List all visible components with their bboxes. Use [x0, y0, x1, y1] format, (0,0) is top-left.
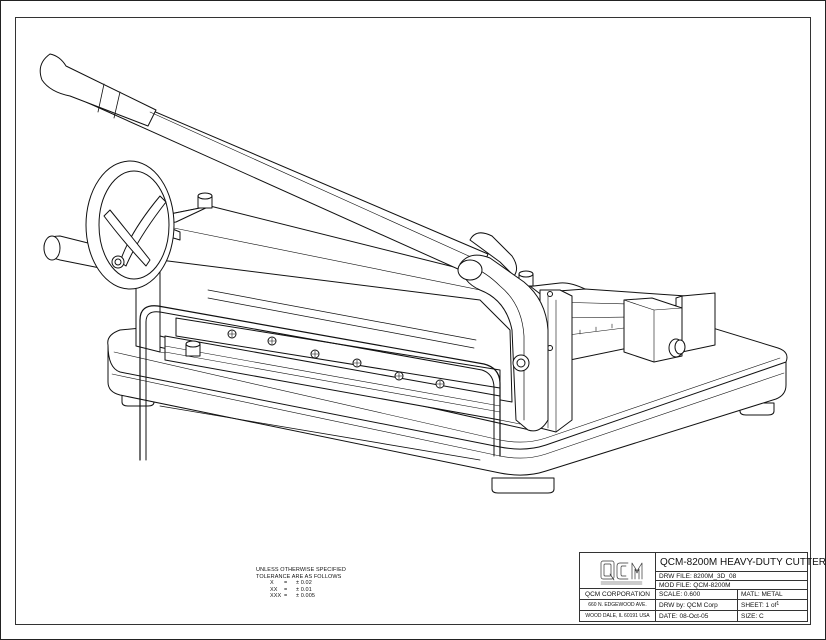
tolerance-note: UNLESS OTHERWISE SPECIFIED TOLERANCE ARE… — [256, 567, 346, 600]
handwheel — [43, 160, 175, 290]
date: DATE: 08-Oct-05 — [656, 611, 738, 621]
guard-rail-outer — [139, 305, 501, 461]
logo-cell — [580, 553, 656, 589]
tolerance-value: ± 0.01 — [296, 586, 312, 593]
gauge-end-block — [681, 292, 716, 353]
tolerance-eq: = — [284, 580, 288, 586]
handwheel-crank-end — [43, 235, 61, 261]
gauge-carriage — [623, 297, 683, 363]
blade-edge-line — [164, 345, 501, 413]
lever-grip — [39, 53, 157, 127]
lever-grip-ring — [97, 83, 121, 119]
safety-guard — [139, 305, 501, 461]
pivot-hood — [469, 232, 518, 277]
title-block: QCM-8200M HEAVY-DUTY CUTTER DRW FILE: 82… — [579, 552, 826, 622]
tolerance-row: X = ± 0.02 — [256, 580, 346, 587]
blade-carrier-slot — [207, 289, 477, 349]
sheet-prefix: SHEET: 1 of — [741, 601, 777, 609]
clamp-bolt — [185, 340, 201, 357]
scale: SCALE: 0.600 — [656, 590, 738, 600]
drawn-by: DRW by: QCM Corp — [656, 600, 738, 611]
sheet-number: SHEET: 1 of 1 — [738, 600, 807, 611]
guard-rail-inner — [145, 311, 495, 461]
drawing-title: QCM-8200M HEAVY-DUTY CUTTER — [656, 553, 826, 572]
tolerance-line-1: UNLESS OTHERWISE SPECIFIED — [256, 567, 346, 573]
tolerance-row: XXX = ± 0.005 — [256, 593, 346, 600]
handwheel-spoke-2 — [103, 209, 151, 267]
tolerance-key: X — [270, 580, 274, 586]
lever-arm — [39, 53, 489, 279]
sheet-inner-border — [15, 17, 811, 625]
top-bolt-left — [197, 192, 213, 209]
pivot-arm-body — [459, 254, 549, 432]
handwheel-rim-inner — [98, 170, 170, 280]
sheet-total: 1 — [776, 601, 780, 607]
tolerance-key: XXX — [270, 593, 282, 599]
pivot-arm — [457, 232, 549, 432]
qcm-logo — [600, 560, 643, 585]
tolerance-key: XX — [270, 586, 278, 593]
frame-screw-a — [547, 291, 553, 297]
blade-carrier — [159, 259, 513, 421]
lever-shaft-highlight — [149, 111, 483, 263]
gauge-carriage-face — [623, 299, 683, 363]
company-address-2: WOOD DALE, IL 60191 USA — [580, 611, 656, 621]
mod-file: MOD FILE: QCM-8200M — [656, 581, 807, 590]
blade-screws — [227, 329, 445, 389]
tolerance-eq: = — [284, 593, 288, 599]
handwheel-hub-bolt — [114, 258, 122, 266]
tolerance-eq: = — [284, 586, 288, 593]
tolerance-value: ± 0.005 — [296, 593, 316, 599]
top-bolt-right — [518, 270, 534, 287]
company-address-1: 660 N. EDGEWOOD AVE. — [580, 600, 656, 611]
tolerance-row: XX = ± 0.01 — [256, 587, 346, 594]
gauge-knob-face — [674, 339, 686, 355]
company-name: QCM CORPORATION — [580, 589, 656, 600]
guard-cross-bar — [159, 405, 481, 461]
material: MATL: METAL — [738, 590, 807, 600]
tolerance-value: ± 0.02 — [296, 580, 312, 586]
drw-file: DRW FILE: 8200M_3D_08 — [656, 572, 807, 581]
size: SIZE: C — [741, 612, 764, 620]
pivot-bolt-inner — [516, 358, 526, 368]
foot-front — [491, 477, 555, 494]
back-gauge — [544, 288, 716, 363]
tolerance-line-2: TOLERANCE ARE AS FOLLOWS — [256, 573, 342, 580]
lever-end-cap — [457, 259, 483, 281]
